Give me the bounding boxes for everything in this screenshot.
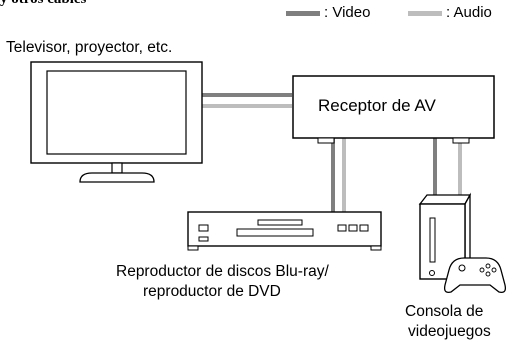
legend-video-label: : Video — [324, 4, 371, 21]
legend-audio: : Audio — [408, 4, 492, 21]
player-label-line1: Reproductor de discos Blu-ray/ — [116, 263, 329, 280]
section-heading-partial: y otros cables — [0, 0, 86, 8]
receiver-label: Receptor de AV — [318, 96, 436, 115]
television-icon — [30, 61, 203, 183]
audio-swatch-icon — [408, 10, 442, 16]
legend-audio-label: : Audio — [446, 4, 492, 21]
video-swatch-icon — [286, 10, 320, 16]
legend-video: : Video — [286, 4, 370, 21]
bluray-player-icon — [187, 211, 382, 251]
tv-label: Televisor, proyector, etc. — [6, 39, 173, 56]
player-label-line2: reproductor de DVD — [143, 283, 281, 300]
console-label-line1: Consola de — [405, 303, 484, 320]
console-receiver-cables — [433, 138, 462, 196]
av-receiver-icon — [292, 75, 495, 144]
player-receiver-cables — [331, 138, 346, 212]
console-label-line2: videojuegos — [408, 323, 491, 340]
game-controller-icon — [443, 257, 507, 293]
tv-receiver-cables — [202, 93, 292, 108]
